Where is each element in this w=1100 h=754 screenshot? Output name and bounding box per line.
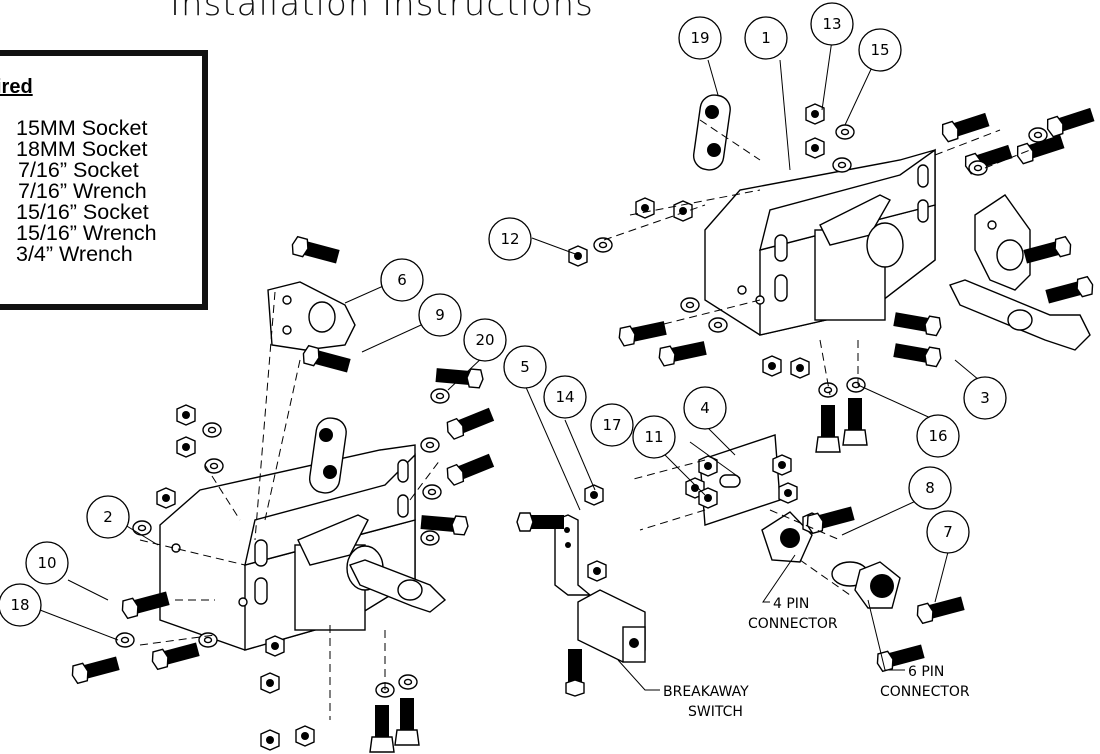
tools-list: 15MM Socket 18MM Socket 7/16” Socket 7/1… [16,116,157,266]
tool-item: 18MM Socket [16,137,148,161]
hardware-left [69,235,496,753]
callout-17: 17 [590,403,634,447]
callout-15: 15 [858,28,902,72]
svg-text:17: 17 [602,416,621,434]
breakaway-label-line1: BREAKAWAY [663,684,749,700]
callout-9: 9 [418,293,462,337]
hitch-bracket-left [159,444,416,651]
callout-6: 6 [380,258,424,302]
tool-item: 7/16” Socket [18,158,139,182]
tool-item: 15MM Socket [16,116,148,140]
svg-text:7: 7 [943,523,953,541]
svg-text:4: 4 [700,399,710,417]
svg-text:14: 14 [555,388,574,406]
callout-3: 3 [963,376,1007,420]
svg-text:2: 2 [103,508,113,526]
spacer-plate-right [692,94,731,171]
breakaway-switch [565,589,646,697]
breakaway-bracket [516,484,607,596]
4-pin-label-line2: CONNECTOR [748,616,838,632]
clevis-pin-left [349,559,447,613]
breakaway-label-line2: SWITCH [688,704,743,720]
callout-18: 18 [0,583,42,627]
callout-2: 2 [86,495,130,539]
tool-item: 15/16” Wrench [16,221,157,245]
6-pin-connector [804,503,966,673]
4-pin-connector [761,511,822,563]
clevis-pin-right [949,279,1091,351]
page-title: Installation Instructions [170,0,594,24]
svg-text:9: 9 [435,306,445,324]
tool-item: 7/16” Wrench [18,179,147,203]
side-plate-right [974,194,1031,291]
callout-19: 19 [678,16,722,60]
svg-text:12: 12 [500,230,519,248]
svg-text:13: 13 [822,15,841,33]
tools-heading: ired [0,76,33,98]
svg-text:1: 1 [761,29,771,47]
hitch-bracket-right [704,148,936,336]
svg-text:10: 10 [37,554,56,572]
hardware-right [568,103,1096,453]
tool-item: 15/16” Socket [16,200,149,224]
callout-1: 1 [744,16,788,60]
callout-20: 20 [463,318,507,362]
connector-bracket [685,434,798,526]
6-pin-label-line1: 6 PIN [908,664,944,680]
callout-7: 7 [926,510,970,554]
side-plate-left [267,281,356,351]
svg-text:15: 15 [870,41,889,59]
svg-text:16: 16 [928,427,947,445]
6-pin-label-line2: CONNECTOR [880,684,970,700]
callout-14: 14 [543,375,587,419]
callout-4: 4 [683,386,727,430]
callout-16: 16 [916,414,960,458]
tools-required-box: ired 15MM Socket 18MM Socket 7/16” Socke… [0,50,208,310]
callout-13: 13 [810,2,854,46]
svg-text:19: 19 [690,29,709,47]
spacer-plate-left [308,417,347,494]
svg-text:5: 5 [520,358,530,376]
svg-text:8: 8 [925,479,935,497]
svg-text:11: 11 [644,428,663,446]
callout-8: 8 [908,466,952,510]
svg-text:6: 6 [397,271,407,289]
tool-item: 3/4” Wrench [16,242,133,266]
callout-10: 10 [25,541,69,585]
svg-text:3: 3 [980,389,990,407]
4-pin-label-line1: 4 PIN [773,596,809,612]
callout-12: 12 [488,217,532,261]
svg-text:18: 18 [10,596,29,614]
svg-text:20: 20 [475,331,494,349]
callout-5: 5 [503,345,547,389]
leader-lines [39,39,986,691]
callout-11: 11 [632,415,676,459]
